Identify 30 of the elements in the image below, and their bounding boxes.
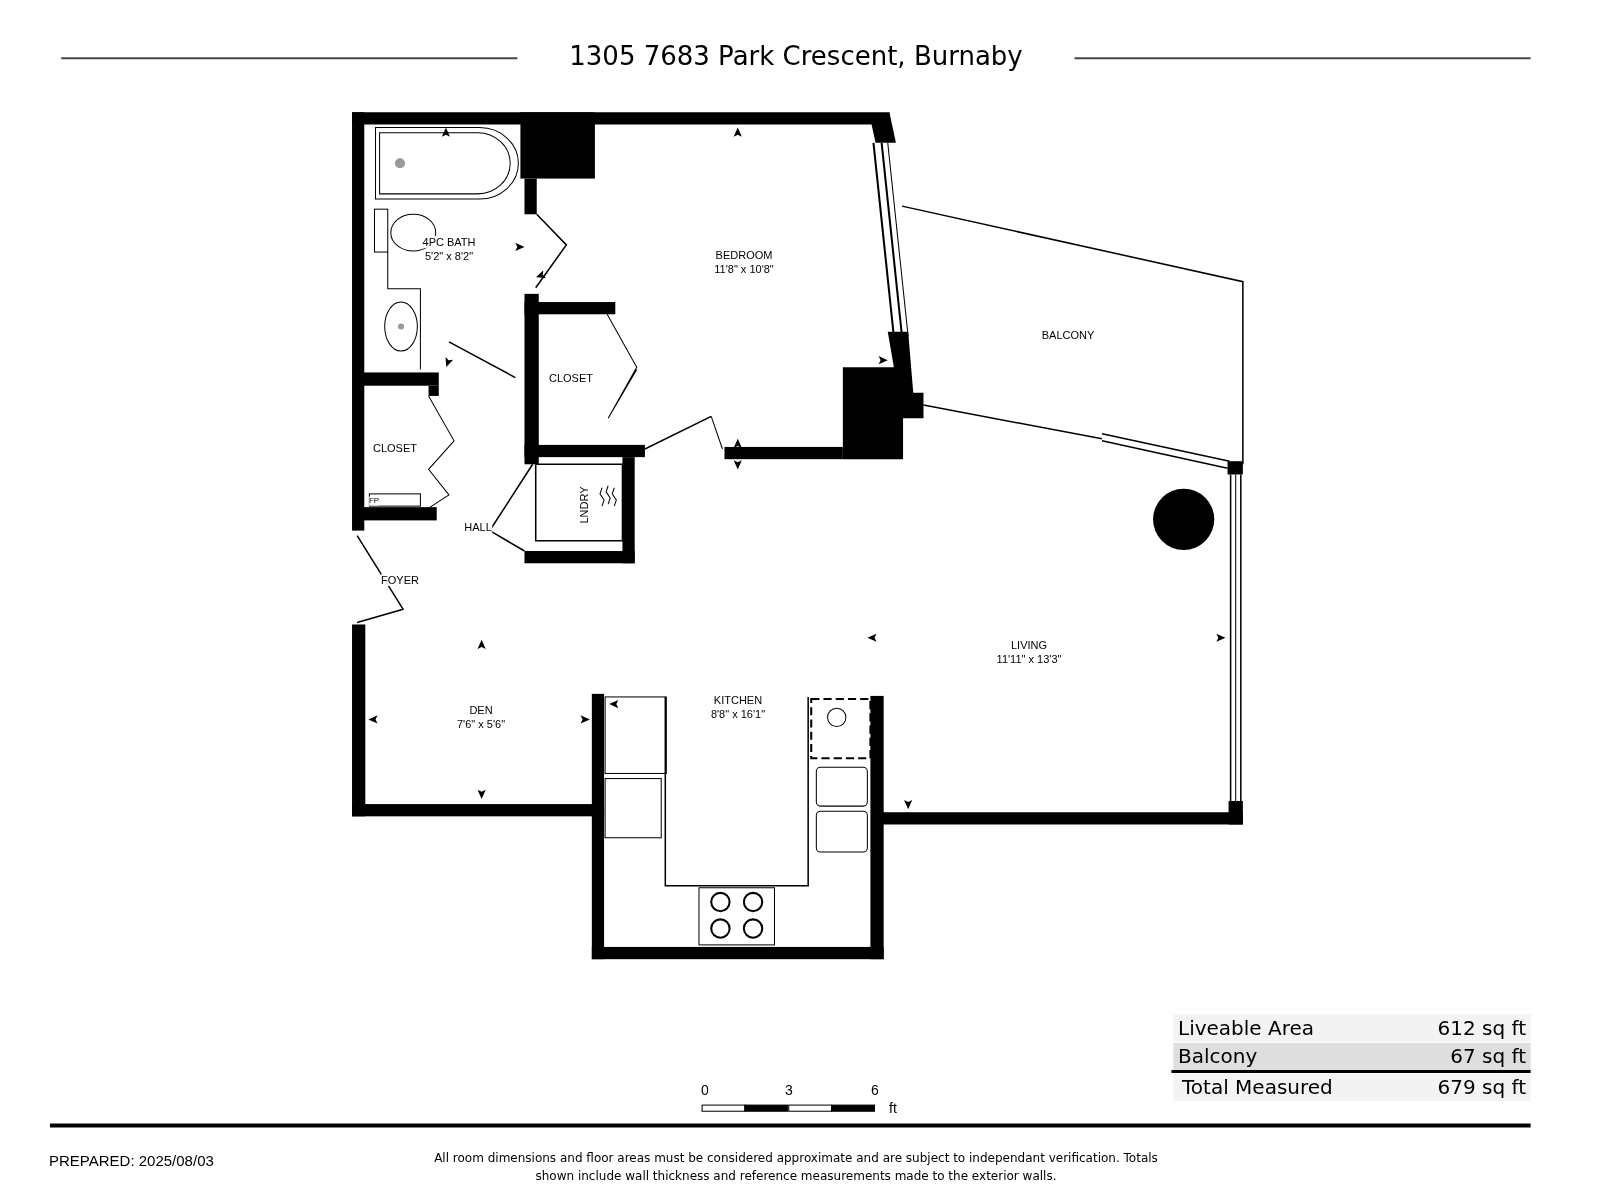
address-title: 1305 7683 Park Crescent, Burnaby [569, 41, 1023, 71]
room-dimensions: 11'8" x 10'8" [714, 262, 774, 276]
prepared-date: PREPARED: 2025/08/03 [49, 1152, 214, 1170]
room-name: HALL [464, 520, 492, 534]
scale-unit: ft [889, 1101, 897, 1117]
scale-number: 0 [701, 1083, 709, 1099]
room-name: LNDRY [577, 486, 591, 524]
area-value: 679 sq ft [1437, 1076, 1526, 1098]
room-dimensions: 8'8" x 16'1" [710, 707, 766, 721]
disclaimer-note: All room dimensions and floor areas must be considered approximate and are subject to independant verification. Totals shown include wall thickness and reference measurements made to the exterior walls. [433, 1150, 1159, 1185]
room-name: FOYER [381, 573, 419, 587]
room-name: DEN [469, 703, 493, 717]
room-dimensions: 11'11" x 13'3" [996, 652, 1062, 666]
room-dimensions: 5'2" x 8'2" [424, 249, 474, 263]
room-name: LIVING [1010, 638, 1048, 652]
room-name: CLOSET [373, 441, 417, 455]
area-value: 67 sq ft [1450, 1045, 1526, 1067]
area-label: Total Measured [1182, 1076, 1333, 1098]
room-name: BEDROOM [715, 248, 773, 262]
area-value: 612 sq ft [1437, 1017, 1526, 1039]
room-name: CLOSET [549, 371, 593, 385]
area-label: Liveable Area [1178, 1017, 1315, 1039]
room-name: BALCONY [1041, 328, 1095, 342]
area-label: Balcony [1178, 1045, 1258, 1067]
scale-number: 3 [785, 1083, 793, 1099]
fireplace-label: FP [368, 496, 380, 506]
room-dimensions: 7'6" x 5'6" [456, 717, 506, 731]
scale-number: 6 [871, 1083, 879, 1099]
room-name: KITCHEN [713, 693, 763, 707]
room-name: 4PC BATH [422, 235, 476, 249]
